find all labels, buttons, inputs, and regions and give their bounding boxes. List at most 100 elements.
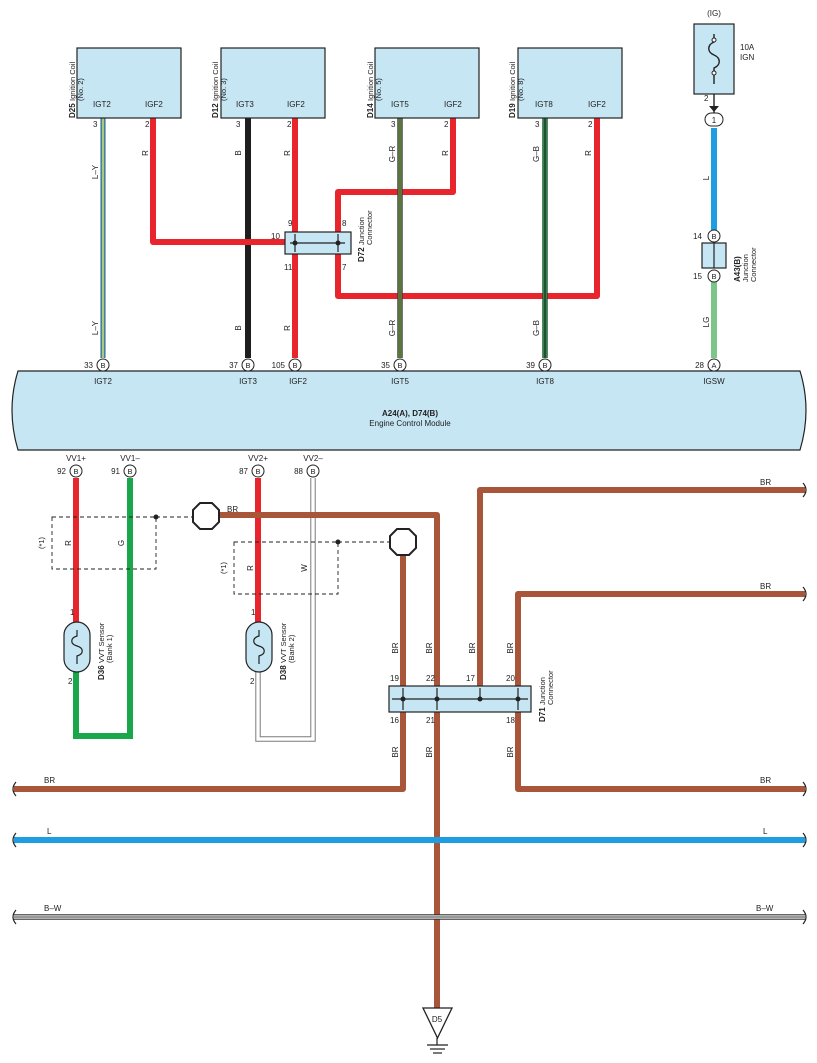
shield-ground-octagon-icon (192, 502, 220, 530)
pin-number: 16 (390, 716, 399, 725)
shield-note: (*1) (219, 561, 228, 574)
wire-br-d71-20 (515, 591, 805, 690)
coil-label: D12 Ignition Coil (No. 3) (211, 61, 228, 118)
coil-winding-icon (253, 630, 265, 664)
connector-letter: A (711, 361, 716, 370)
bus-break-marks (12, 482, 807, 925)
pin-number: 37 (229, 361, 238, 370)
pin-name: VV2+ (248, 454, 268, 463)
component-id: D72 (357, 247, 366, 262)
wire-white-vv2 (256, 478, 315, 741)
pin-name: VV2– (303, 454, 323, 463)
ecm-top-pins: B 33 IGT2 B 37 IGT3 B 105 IGF2 B 35 IGT5… (84, 358, 725, 386)
wire-br-shield1 (218, 512, 440, 1008)
ecm-pin: VV2– B 88 (294, 454, 323, 478)
component-number: (No. 8) (516, 78, 525, 101)
fuse-ign: (IG) 10A IGN 2 1 (693, 9, 755, 127)
wire-label: G–R (388, 146, 397, 163)
ecm-pin: VV2+ B 87 (239, 454, 268, 478)
wire-label: BR (506, 642, 515, 653)
wire-label: L (702, 175, 711, 180)
coil-d19: IGT8 IGF2 3 2 D19 Ignition Coil (No. 8) (508, 47, 623, 129)
pin-name: IGF2 (588, 100, 606, 109)
lower-wire-labels: L–Y B R G–R G–B LG (91, 317, 711, 337)
component-bank: (Bank 1) (105, 634, 114, 663)
ecm-pin: B 105 IGF2 (272, 358, 307, 386)
component-name: VVT Sensor (279, 622, 288, 663)
connector-letter: B (255, 467, 260, 476)
pin-number: 91 (111, 467, 120, 476)
component-id: D38 (279, 665, 288, 680)
vvt-sensor-bank2: 1 2 D38 VVT Sensor (Bank 2) (245, 608, 296, 686)
wire-label: BR (391, 746, 400, 757)
pin-name: IGT2 (94, 377, 112, 386)
pin-number: 3 (236, 120, 241, 129)
bus-label: B–W (756, 904, 774, 913)
fuse-icon (708, 34, 720, 84)
pin-number: 2 (250, 677, 255, 686)
wire-label: BR (425, 746, 434, 757)
pin-number: 2 (145, 120, 150, 129)
engine-control-module: A24(A), D74(B) Engine Control Module (11, 370, 807, 451)
coil-label: D25 Ignition Coil (No. 2) (68, 61, 85, 118)
component-name: Connector (749, 247, 758, 282)
ecm-pin: B 37 IGT3 (229, 358, 257, 386)
fuse-name: IGN (740, 53, 754, 62)
bus-label: BR (760, 582, 771, 591)
connector-letter: B (542, 361, 547, 370)
pin-number: 39 (526, 361, 535, 370)
ecm-pin: A 28 IGSW (695, 358, 725, 386)
component-number: (No. 2) (76, 78, 85, 101)
wire-label: R (246, 565, 255, 571)
connector-letter: B (100, 361, 105, 370)
pin-number: 2 (444, 120, 449, 129)
ground-triangle-icon (421, 1007, 454, 1040)
bus-label: BR (44, 776, 55, 785)
wire-green-vv1 (73, 478, 133, 739)
component-name: Ignition Coil (366, 61, 375, 101)
wire-label: BR (425, 642, 434, 653)
ecm-subtitle: Engine Control Module (369, 419, 451, 428)
pin-number: 17 (466, 674, 475, 683)
component-name: Junction (538, 677, 547, 705)
component-id: D12 (211, 103, 220, 118)
pin-name: IGF2 (287, 100, 305, 109)
pin-name: IGT5 (391, 377, 409, 386)
pin-number: 2 (68, 677, 73, 686)
wire-label: L–Y (91, 320, 100, 335)
pin-number: 3 (93, 120, 98, 129)
wire-label: W (300, 564, 309, 572)
wire-label: BR (468, 642, 477, 653)
pin-number: 15 (693, 272, 702, 281)
pin-number: 2 (287, 120, 292, 129)
wire-red-d25-igf2 (150, 118, 290, 245)
pin-number: 10 (271, 232, 280, 241)
ecm-pin: B 33 IGT2 (84, 358, 112, 386)
bus-label: BR (760, 776, 771, 785)
component-id: D25 (68, 103, 77, 118)
coil-d14: IGT5 IGF2 3 2 D14 Ignition Coil (No. 5) (366, 47, 480, 129)
bus-label: L (47, 827, 52, 836)
component-name: Junction (357, 217, 366, 245)
pin-number: 1 (251, 608, 256, 617)
connector-letter: B (711, 232, 716, 241)
shield-note: (*1) (37, 536, 46, 549)
wire-label: G (117, 540, 126, 546)
component-id: A43(B) (733, 256, 742, 282)
pin-number: 22 (426, 674, 435, 683)
connector-letter: B (73, 467, 78, 476)
component-bank: (Bank 2) (287, 634, 296, 663)
wire-label: G–B (532, 320, 541, 336)
pin-number: 35 (381, 361, 390, 370)
pin-number: 2 (704, 94, 709, 103)
junction-a43: B 14 B 15 A43(B) Junction Connector (693, 229, 758, 283)
connector-arrow-icon (709, 106, 719, 112)
connector-letter: B (127, 467, 132, 476)
pin-name: IGT5 (391, 100, 409, 109)
pin-number: 87 (239, 467, 248, 476)
wire-label: R (441, 150, 450, 156)
pin-number: 88 (294, 467, 303, 476)
wire-label: R (283, 325, 292, 331)
ecm-pin: VV1– B 91 (111, 454, 140, 478)
connector-letter: B (397, 361, 402, 370)
